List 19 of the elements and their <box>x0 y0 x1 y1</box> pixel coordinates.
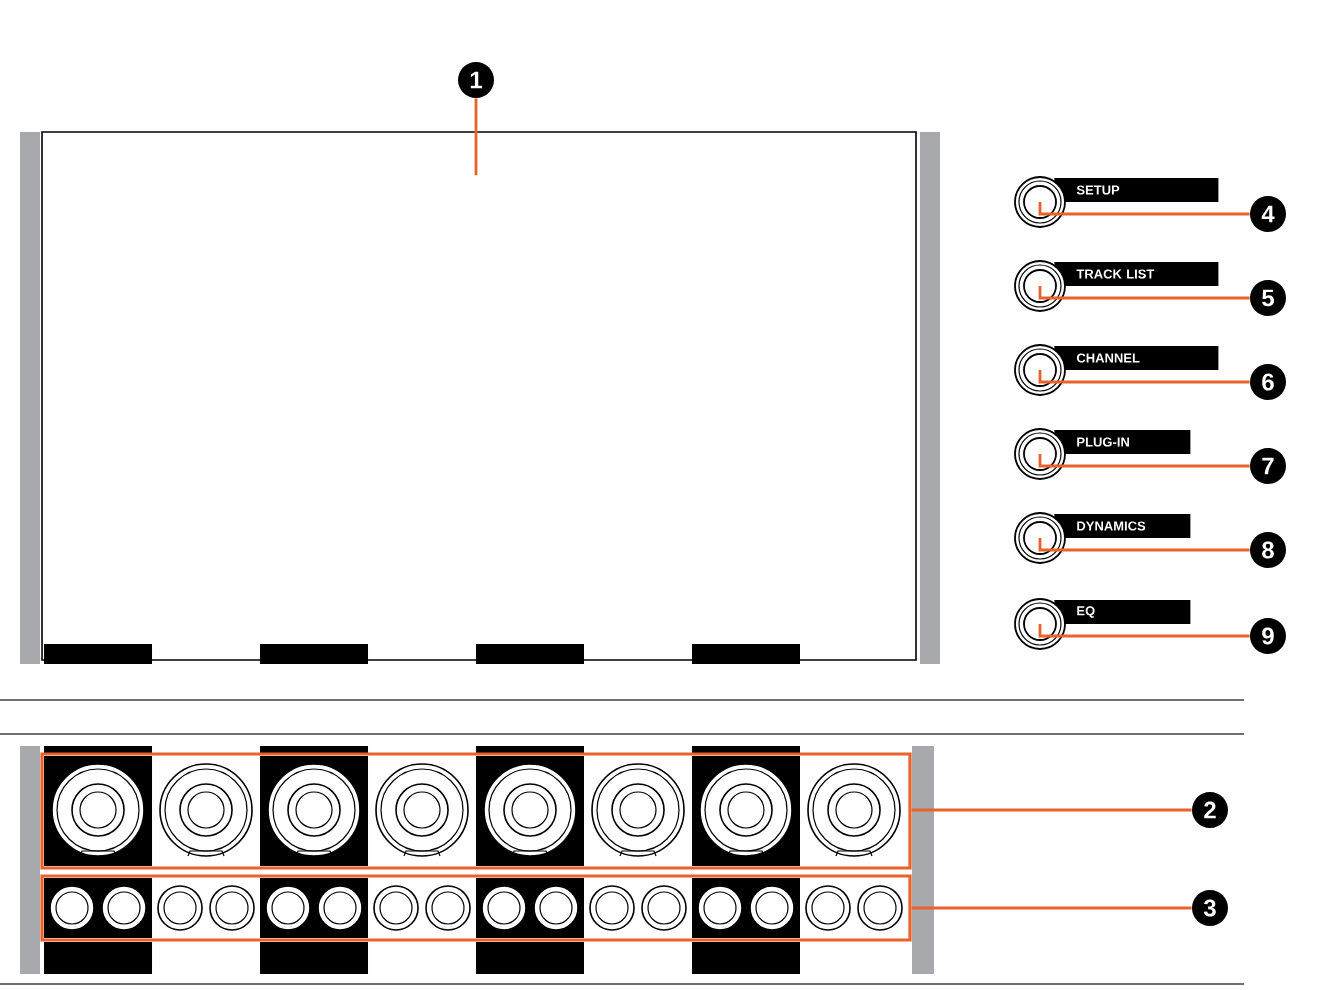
leader-line <box>911 808 1192 812</box>
leader-line <box>474 98 478 176</box>
callout-number: 4 <box>1250 196 1286 232</box>
callout-number: 2 <box>1192 792 1228 828</box>
callout-number: 9 <box>1250 618 1286 654</box>
callout-number: 5 <box>1250 280 1286 316</box>
leader-line <box>1038 286 1250 300</box>
leader-line <box>911 906 1192 910</box>
callout-number: 7 <box>1250 448 1286 484</box>
callout-number: 6 <box>1250 364 1286 400</box>
display-screen <box>41 131 917 661</box>
callout-number: 8 <box>1250 532 1286 568</box>
leader-line <box>1038 538 1250 552</box>
leader-line <box>1038 624 1250 638</box>
callout-number: 3 <box>1192 890 1228 926</box>
leader-line <box>1038 370 1250 384</box>
leader-line <box>1038 202 1250 216</box>
leader-line <box>1038 454 1250 468</box>
callout-number: 1 <box>458 62 494 98</box>
